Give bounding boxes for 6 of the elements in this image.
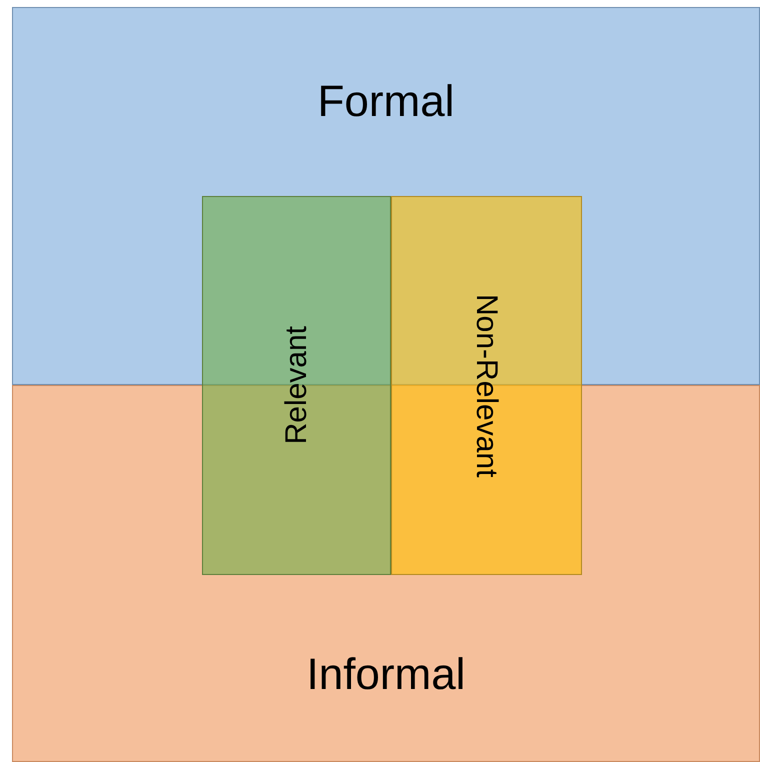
region-label: Informal — [306, 650, 466, 699]
region-label: Non-Relevant — [470, 294, 503, 478]
region-label: Relevant — [280, 326, 313, 445]
relevant-box — [202, 196, 391, 575]
region-label: Formal — [318, 78, 454, 126]
non-relevant-box — [391, 196, 582, 575]
